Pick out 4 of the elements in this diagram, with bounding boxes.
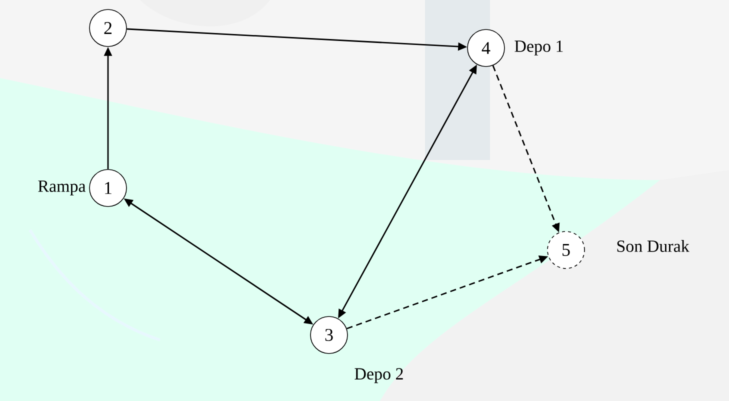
node-label: Rampa	[38, 180, 86, 196]
node-label: Depo 1	[514, 40, 563, 56]
node-label: Son Durak	[617, 240, 690, 252]
node-label: Depo 2	[354, 368, 403, 384]
